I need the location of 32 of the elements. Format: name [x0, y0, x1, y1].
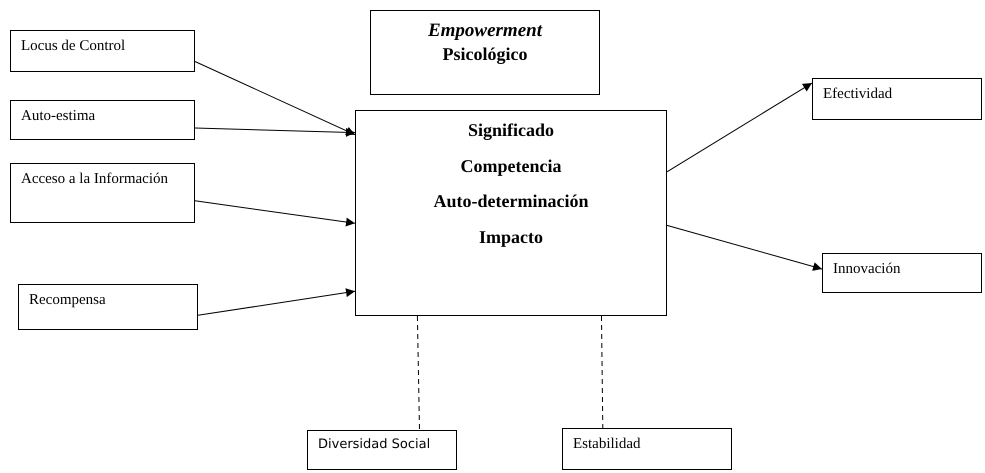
- factor-box: [812, 78, 982, 120]
- factor-box: [307, 430, 457, 470]
- dimension-label: Impacto: [478, 226, 544, 248]
- node-label: Recompensa: [29, 291, 107, 310]
- factor-box: [562, 428, 732, 470]
- factor-box: [10, 163, 195, 223]
- arrow: [194, 200, 356, 226]
- arrow: [194, 61, 356, 136]
- arrow: [194, 128, 356, 137]
- title-text: Empowerment: [426, 19, 544, 43]
- node-label: Locus de Control: [21, 37, 126, 56]
- concept-box: [355, 110, 667, 316]
- dimension-label: Significado: [466, 119, 556, 142]
- node-label: Innovación: [833, 260, 902, 279]
- title-text: Psicológico: [442, 42, 528, 66]
- node-label: Auto-estima: [21, 107, 96, 126]
- dashed-line: [600, 316, 604, 428]
- factor-box: [18, 284, 198, 330]
- dashed-line: [416, 316, 420, 430]
- node-label: Acceso a la Información: [21, 170, 170, 189]
- dimension-label: Auto-determinación: [432, 190, 590, 212]
- node-label: Estabilidad: [573, 435, 642, 454]
- arrow: [666, 224, 822, 271]
- factor-box: [822, 253, 982, 293]
- arrow: [666, 82, 812, 172]
- node-label: Diversidad Social: [318, 437, 432, 454]
- dimension-label: Competencia: [460, 154, 562, 177]
- node-label: Efectividad: [823, 85, 894, 104]
- arrow: [198, 288, 356, 316]
- factor-box: [10, 100, 195, 140]
- factor-box: [370, 10, 600, 95]
- factor-box: [10, 30, 195, 72]
